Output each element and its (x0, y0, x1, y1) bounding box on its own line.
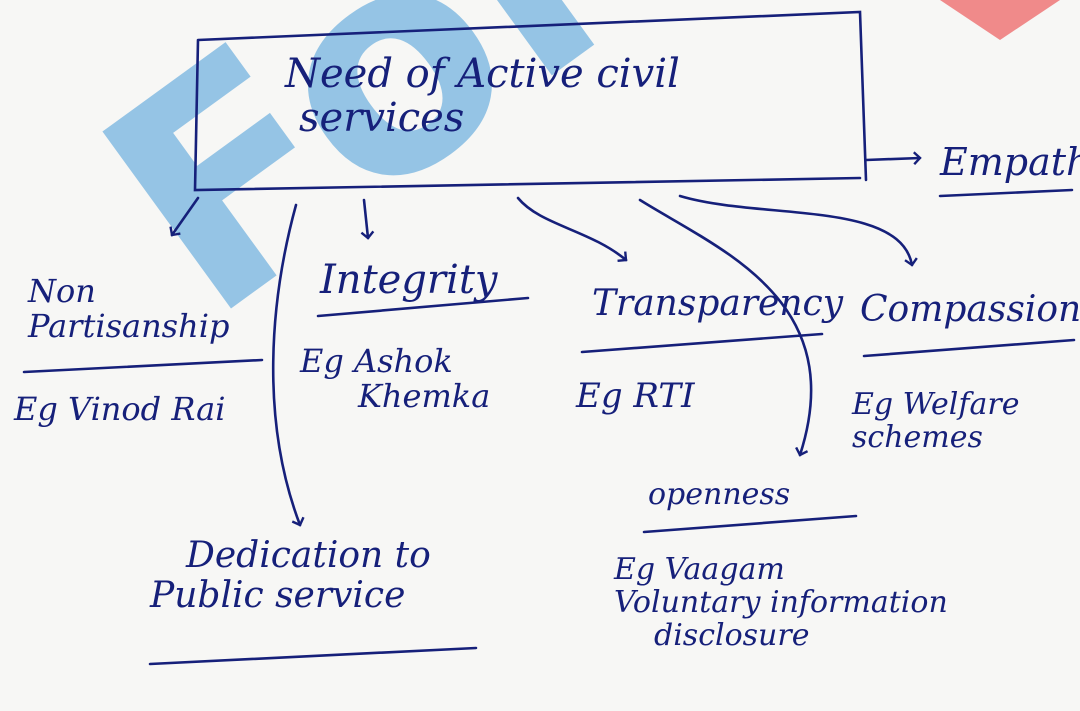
underline-transparency (580, 332, 824, 354)
diagram-title: Need of Active civil services (285, 51, 680, 141)
node-compassion: Compassion (860, 289, 1080, 330)
example-transparency: Eg RTI (576, 376, 695, 416)
node-integrity: Integrity (320, 257, 498, 303)
arrow-to-compassion (678, 194, 918, 267)
arrow-to-dedication (271, 203, 305, 527)
example-compassion: Eg Welfare schemes (852, 387, 1020, 455)
arrow-to-openness (638, 198, 813, 457)
underline-compassion (862, 338, 1076, 358)
example-integrity: Eg Ashok Khemka (300, 342, 491, 416)
underline-non-partisanship (22, 358, 264, 374)
arrow-to-non-partisanship (169, 196, 200, 237)
example-non-partisanship: Eg Vinod Rai (14, 390, 226, 428)
arrow-to-integrity (360, 198, 375, 240)
arrow-to-empathy (864, 151, 922, 166)
title-box (193, 10, 868, 192)
node-transparency: Transparency (592, 283, 844, 324)
underline-openness (642, 514, 858, 534)
corner-logo-shape (940, 0, 1060, 40)
node-dedication: Dedication to Public service (150, 535, 431, 616)
example-openness: Eg Vaagam Voluntary information disclosu… (614, 552, 948, 653)
underline-empathy (938, 188, 1074, 198)
node-non-partisanship: Non Partisanship (28, 272, 230, 346)
arrow-to-transparency (516, 196, 628, 262)
node-openness: openness (648, 477, 791, 512)
node-empathy: Empathy (940, 140, 1080, 184)
underline-integrity (316, 296, 530, 318)
underline-dedication (148, 646, 478, 666)
